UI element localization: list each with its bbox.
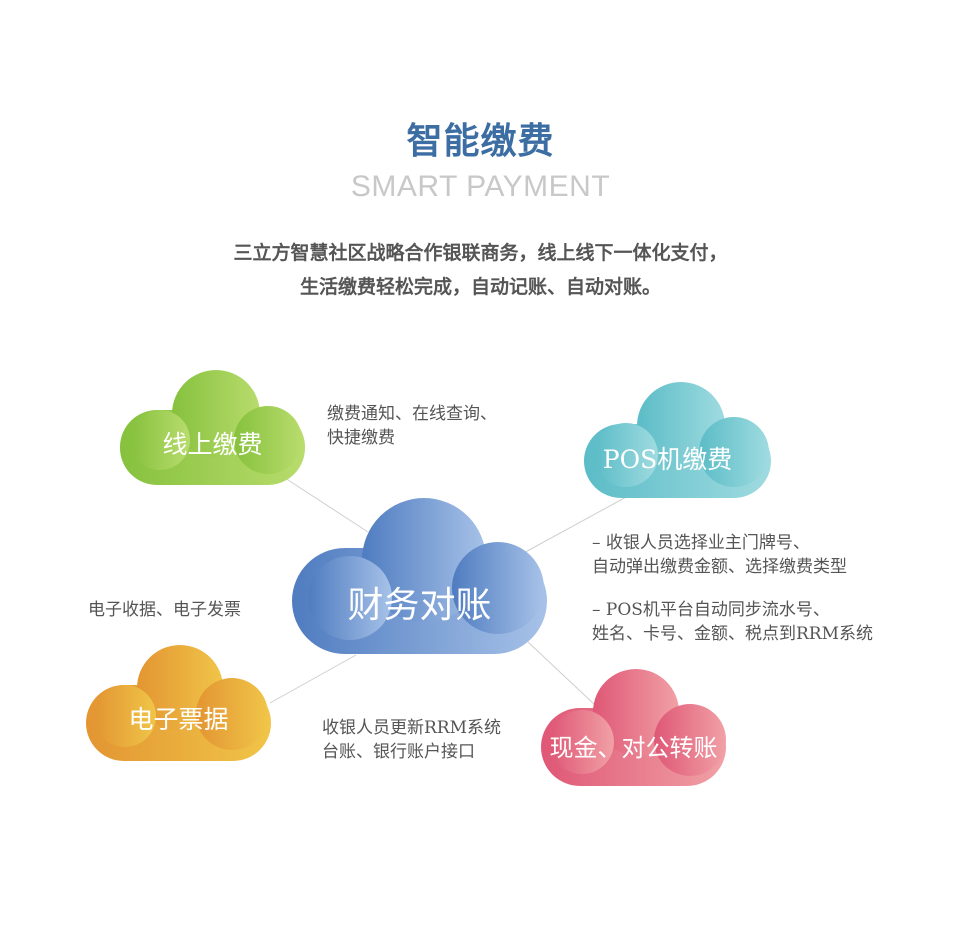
cloud-center [292,498,547,654]
cloud-ebill [86,645,271,761]
connector-online [284,477,369,533]
cloud-online-label: 线上缴费 [162,430,263,459]
connector-ebill [269,654,357,704]
cloud-pos [584,382,771,498]
note-ebill-line-1: 电子收据、电子发票 [88,600,241,620]
note-online-line-2: 快捷缴费 [327,428,395,448]
note-pos-sync-line-1: – POS机平台自动同步流水号、 [592,600,830,620]
note-online: 缴费通知、在线查询、 快捷缴费 [327,402,497,450]
page-title: 智能缴费 [406,121,555,162]
cloud-cash [541,669,726,786]
description-line-2: 生活缴费轻松完成，自动记账、自动对账。 [299,276,661,298]
note-cash-line-2: 台账、银行账户接口 [322,742,475,762]
note-ebill: 电子收据、电子发票 [88,598,241,622]
note-pos-cashier-line-2: 自动弹出缴费金额、选择缴费类型 [592,557,847,577]
connector-pos [519,495,629,556]
cloud-ebill-label: 电子票据 [128,705,229,734]
note-pos-sync: – POS机平台自动同步流水号、 姓名、卡号、金额、税点到RRM系统 [592,598,873,646]
note-cash-line-1: 收银人员更新RRM系统 [322,718,502,738]
note-pos-cashier-line-1: – 收银人员选择业主门牌号、 [592,533,810,553]
page-subtitle: SMART PAYMENT [350,170,611,203]
cloud-center-label: 财务对账 [347,585,492,626]
cloud-cash-label: 现金、对公转账 [549,734,718,762]
note-pos-sync-line-2: 姓名、卡号、金额、税点到RRM系统 [592,624,874,644]
cloud-online [120,370,305,485]
cloud-pos-label: POS机缴费 [602,445,733,474]
note-online-line-1: 缴费通知、在线查询、 [327,404,497,424]
description-line-1: 三立方智慧社区战略合作银联商务，线上线下一体化支付， [233,242,728,264]
connector-cash [527,641,596,706]
note-pos-cashier: – 收银人员选择业主门牌号、 自动弹出缴费金额、选择缴费类型 [592,531,847,579]
note-cash: 收银人员更新RRM系统 台账、银行账户接口 [322,716,501,764]
